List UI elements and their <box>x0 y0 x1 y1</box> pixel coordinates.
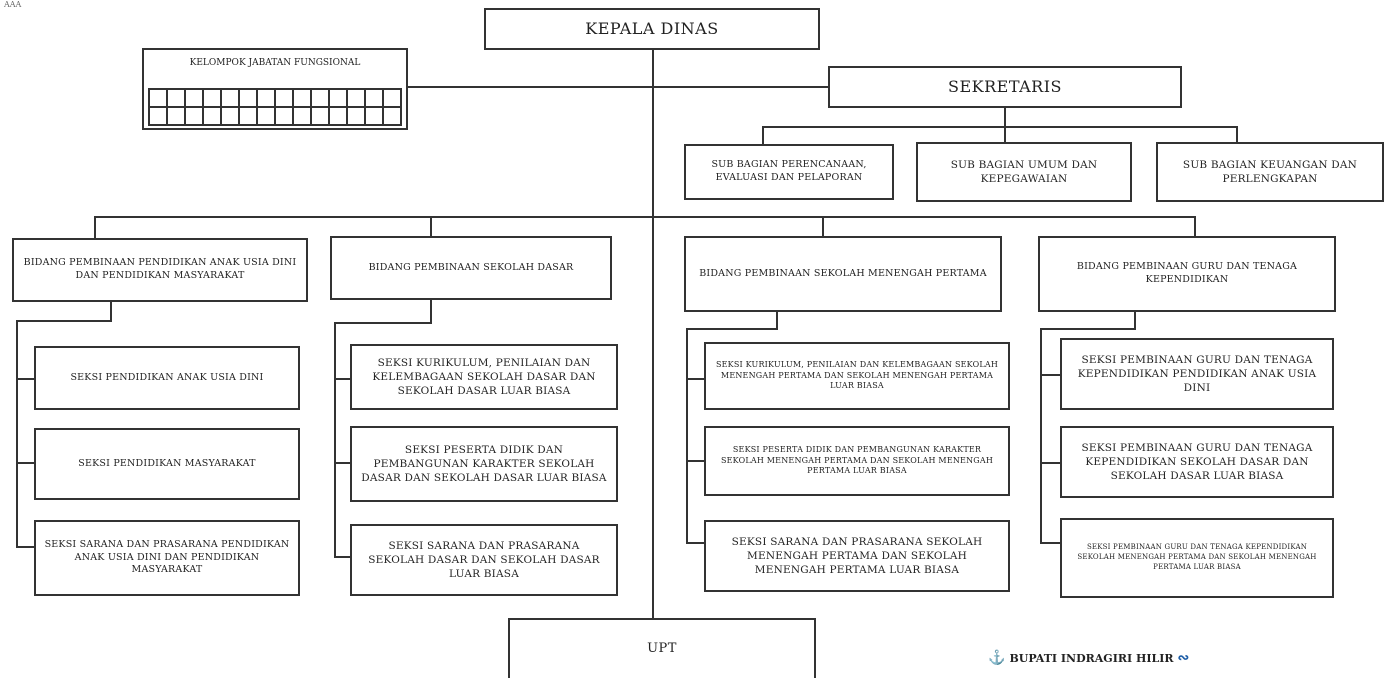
subbagian-label-1: SUB BAGIAN PERENCANAAN, EVALUASI DAN PEL… <box>711 159 867 183</box>
seksi-b2-3-label: SEKSI SARANA DAN PRASARANA SEKOLAH DASAR… <box>368 539 600 581</box>
seksi-b4-1-label: SEKSI PEMBINAAN GURU DAN TENAGA KEPENDID… <box>1077 353 1317 395</box>
signature-text: BUPATI INDRAGIRI HILIR <box>1009 651 1174 665</box>
bidang-label-2: BIDANG PEMBINAAN SEKOLAH DASAR <box>368 261 574 273</box>
connector-b2-spine <box>334 322 336 556</box>
subbagian-label-2: SUB BAGIAN UMUM DAN KEPEGAWAIAN <box>950 158 1098 185</box>
sekretaris-box: SEKRETARIS <box>828 66 1182 108</box>
connector-bidang-2 <box>430 216 432 238</box>
seksi-b1-1: SEKSI PENDIDIKAN ANAK USIA DINI <box>34 346 300 410</box>
connector-b2-down <box>430 298 432 322</box>
signature-block: ⚓ BUPATI INDRAGIRI HILIR ∾ <box>988 650 1189 666</box>
connector-bidang-bar <box>94 216 1194 218</box>
connector-subbagian-bar <box>762 126 1236 128</box>
kepala-dinas-box: KEPALA DINAS <box>484 8 820 50</box>
subbagian-box-2: SUB BAGIAN UMUM DAN KEPEGAWAIAN <box>916 142 1132 202</box>
bidang-box-4: BIDANG PEMBINAAN GURU DAN TENAGA KEPENDI… <box>1038 236 1336 312</box>
subbagian-box-1: SUB BAGIAN PERENCANAAN, EVALUASI DAN PEL… <box>684 144 894 200</box>
seksi-b3-3: SEKSI SARANA DAN PRASARANA SEKOLAH MENEN… <box>704 520 1010 592</box>
seksi-b4-1: SEKSI PEMBINAAN GURU DAN TENAGA KEPENDID… <box>1060 338 1334 410</box>
connector-b3-s1 <box>686 378 704 380</box>
seksi-b3-3-label: SEKSI SARANA DAN PRASARANA SEKOLAH MENEN… <box>731 535 983 577</box>
connector-b3-s3 <box>686 542 704 544</box>
seksi-b1-1-label: SEKSI PENDIDIKAN ANAK USIA DINI <box>70 371 264 383</box>
connector-b1-spine <box>16 320 18 546</box>
connector-bidang-3 <box>822 216 824 238</box>
page-mark: AAA <box>4 0 22 9</box>
connector-jf-sekretaris <box>406 86 828 88</box>
bidang-label-4: BIDANG PEMBINAAN GURU DAN TENAGA KEPENDI… <box>1076 261 1298 285</box>
emblem-icon: ⚓ <box>988 650 1006 666</box>
seksi-b3-2-label: SEKSI PESERTA DIDIK DAN PEMBANGUNAN KARA… <box>720 444 994 476</box>
seksi-b3-1-label: SEKSI KURIKULUM, PENILAIAN DAN KELEMBAGA… <box>715 359 999 391</box>
bidang-box-1: BIDANG PEMBINAAN PENDIDIKAN ANAK USIA DI… <box>12 238 308 302</box>
upt-box: UPT <box>508 618 816 678</box>
connector-b4-s1 <box>1040 374 1060 376</box>
seksi-b2-1-label: SEKSI KURIKULUM, PENILAIAN DAN KELEMBAGA… <box>372 356 596 398</box>
seksi-b4-2: SEKSI PEMBINAAN GURU DAN TENAGA KEPENDID… <box>1060 426 1334 498</box>
seksi-b1-3: SEKSI SARANA DAN PRASARANA PENDIDIKAN AN… <box>34 520 300 596</box>
connector-bidang-4 <box>1194 216 1196 238</box>
kepala-dinas-label: KEPALA DINAS <box>585 19 719 39</box>
seksi-b1-2: SEKSI PENDIDIKAN MASYARAKAT <box>34 428 300 500</box>
connector-subbagian-3 <box>1236 126 1238 144</box>
connector-b1-bar <box>16 320 112 322</box>
jabatan-fungsional-box: KELOMPOK JABATAN FUNGSIONAL <box>142 48 408 130</box>
connector-b4-s3 <box>1040 542 1060 544</box>
connector-b3-s2 <box>686 460 704 462</box>
seksi-b4-3: SEKSI PEMBINAAN GURU DAN TENAGA KEPENDID… <box>1060 518 1334 598</box>
connector-b1-s3 <box>16 546 34 548</box>
connector-subbagian-2 <box>1004 126 1006 144</box>
jabatan-fungsional-label: KELOMPOK JABATAN FUNGSIONAL <box>189 58 361 68</box>
seksi-b4-2-label: SEKSI PEMBINAAN GURU DAN TENAGA KEPENDID… <box>1081 441 1313 483</box>
seksi-b1-2-label: SEKSI PENDIDIKAN MASYARAKAT <box>78 457 256 469</box>
connector-main-vertical <box>652 48 654 620</box>
seksi-b2-2-label: SEKSI PESERTA DIDIK DAN PEMBANGUNAN KARA… <box>361 443 607 485</box>
seksi-b2-2: SEKSI PESERTA DIDIK DAN PEMBANGUNAN KARA… <box>350 426 618 502</box>
seksi-b4-3-label: SEKSI PEMBINAAN GURU DAN TENAGA KEPENDID… <box>1077 543 1317 571</box>
connector-b3-bar <box>686 328 778 330</box>
connector-b2-bar <box>334 322 432 324</box>
subbagian-box-3: SUB BAGIAN KEUANGAN DAN PERLENGKAPAN <box>1156 142 1384 202</box>
bidang-box-2: BIDANG PEMBINAAN SEKOLAH DASAR <box>330 236 612 300</box>
jabatan-fungsional-grid <box>148 88 402 126</box>
connector-b2-s3 <box>334 556 350 558</box>
bidang-label-1: BIDANG PEMBINAAN PENDIDIKAN ANAK USIA DI… <box>23 257 297 281</box>
connector-b2-s1 <box>334 378 350 380</box>
seksi-b2-1: SEKSI KURIKULUM, PENILAIAN DAN KELEMBAGA… <box>350 344 618 410</box>
seksi-b3-1: SEKSI KURIKULUM, PENILAIAN DAN KELEMBAGA… <box>704 342 1010 410</box>
connector-bidang-1 <box>94 216 96 240</box>
seksi-b3-2: SEKSI PESERTA DIDIK DAN PEMBANGUNAN KARA… <box>704 426 1010 496</box>
connector-b4-spine <box>1040 328 1042 542</box>
connector-subbagian-1 <box>762 126 764 146</box>
connector-b4-bar <box>1040 328 1136 330</box>
bidang-label-3: BIDANG PEMBINAAN SEKOLAH MENENGAH PERTAM… <box>699 267 987 279</box>
connector-b1-s1 <box>16 378 34 380</box>
upt-label: UPT <box>647 641 677 657</box>
connector-b3-down <box>776 310 778 328</box>
connector-b3-spine <box>686 328 688 542</box>
connector-b2-s2 <box>334 462 350 464</box>
connector-b1-s2 <box>16 462 34 464</box>
seksi-b2-3: SEKSI SARANA DAN PRASARANA SEKOLAH DASAR… <box>350 524 618 596</box>
subbagian-label-3: SUB BAGIAN KEUANGAN DAN PERLENGKAPAN <box>1182 158 1358 185</box>
bidang-box-3: BIDANG PEMBINAAN SEKOLAH MENENGAH PERTAM… <box>684 236 1002 312</box>
connector-b1-down <box>110 300 112 320</box>
connector-b4-s2 <box>1040 462 1060 464</box>
seksi-b1-3-label: SEKSI SARANA DAN PRASARANA PENDIDIKAN AN… <box>44 538 290 576</box>
sekretaris-label: SEKRETARIS <box>948 77 1062 97</box>
connector-b4-down <box>1134 310 1136 328</box>
paraf-icon: ∾ <box>1177 650 1190 666</box>
connector-sekretaris-down <box>1004 106 1006 128</box>
